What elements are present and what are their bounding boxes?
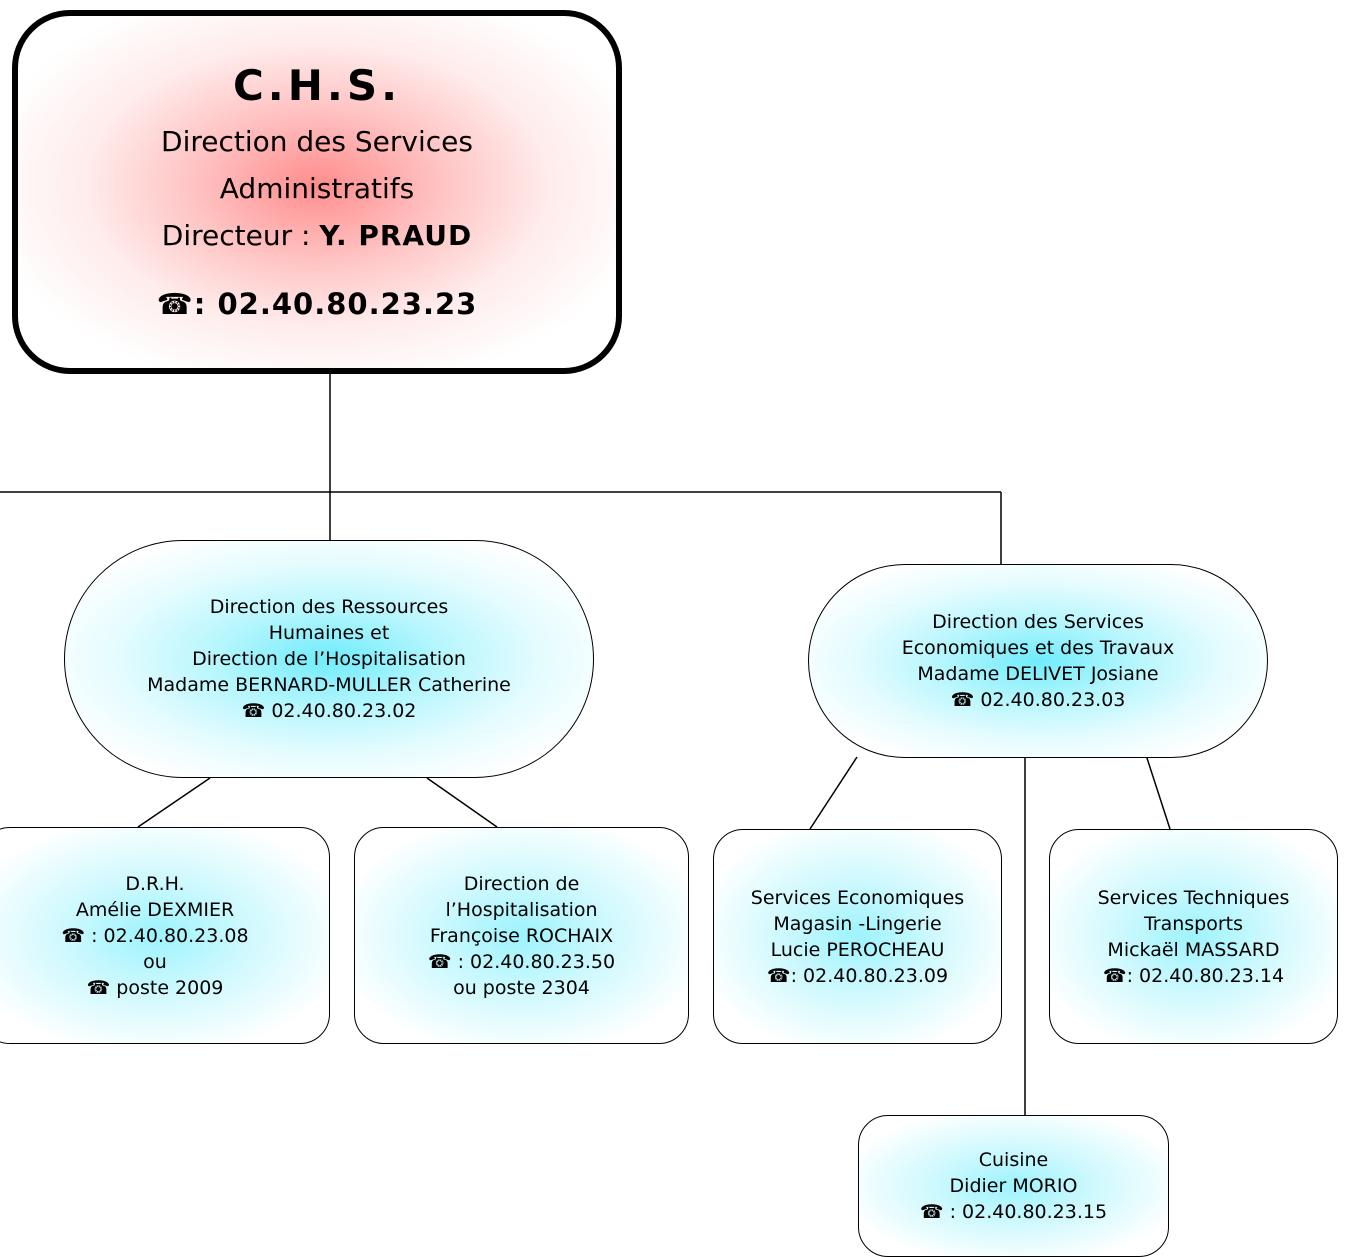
node-line: Françoise ROCHAIX <box>429 924 614 947</box>
connector-to-services-techniques <box>1145 754 1171 830</box>
node-line: Services Techniques <box>1097 886 1290 909</box>
node-services-economiques: Services Economiques Magasin -Lingerie L… <box>713 829 1002 1044</box>
node-line: Didier MORIO <box>949 1175 1078 1197</box>
root-line-2: Administratifs <box>219 172 415 205</box>
node-phone: ☎: 02.40.80.23.14 <box>1102 964 1285 987</box>
node-phone: ☎ : 02.40.80.23.50 <box>427 950 616 973</box>
node-line: ou poste 2304 <box>453 976 590 999</box>
node-hospitalisation: Direction de l’Hospitalisation Françoise… <box>354 827 689 1044</box>
root-title: C.H.S. <box>232 61 402 110</box>
node-drh: D.R.H. Amélie DEXMIER ☎ : 02.40.80.23.08… <box>0 827 330 1044</box>
node-phone: ☎ : 02.40.80.23.08 <box>61 924 249 947</box>
node-line: Madame BERNARD-MULLER Catherine <box>147 674 511 696</box>
node-line: Direction des Ressources <box>209 596 449 618</box>
node-drh-direction: Direction des Ressources Humaines et Dir… <box>64 540 594 778</box>
node-line: Direction de l’Hospitalisation <box>192 648 466 670</box>
node-services-techniques: Services Techniques Transports Mickaël M… <box>1049 829 1338 1044</box>
root-phone: ☎: 02.40.80.23.23 <box>157 287 478 321</box>
node-line: Direction de <box>463 872 580 895</box>
node-line: Magasin -Lingerie <box>773 912 942 935</box>
root-director-prefix: Directeur : <box>161 219 320 252</box>
root-node-chs: C.H.S. Direction des Services Administra… <box>12 10 622 374</box>
connector-to-hospitalisation <box>426 777 498 828</box>
node-cuisine: Cuisine Didier MORIO ☎ : 02.40.80.23.15 <box>858 1115 1169 1257</box>
node-line: Madame DELIVET Josiane <box>917 663 1159 685</box>
node-line: Humaines et <box>268 622 390 644</box>
node-line: Transports <box>1143 912 1244 935</box>
node-line: Cuisine <box>978 1149 1049 1171</box>
root-line-1: Direction des Services <box>161 125 473 158</box>
root-director-name: Y. PRAUD <box>319 219 473 252</box>
node-line: Lucie PEROCHEAU <box>770 938 945 961</box>
node-phone: ☎ poste 2009 <box>86 976 224 999</box>
root-director: Directeur : Y. PRAUD <box>162 212 472 259</box>
node-line: Economiques et des Travaux <box>901 637 1175 659</box>
node-line: Services Economiques <box>750 886 965 909</box>
node-line: Mickaël MASSARD <box>1107 938 1280 961</box>
root-phone-number: : 02.40.80.23.23 <box>193 287 478 321</box>
connector-to-drh <box>137 777 211 828</box>
node-phone: ☎: 02.40.80.23.09 <box>766 964 949 987</box>
node-phone: ☎ 02.40.80.23.02 <box>241 700 417 722</box>
node-economic-direction: Direction des Services Economiques et de… <box>808 564 1268 758</box>
node-line: Direction des Services <box>932 611 1144 633</box>
connector-to-services-economiques <box>809 756 858 830</box>
node-line: ou <box>143 950 167 973</box>
node-phone: ☎ : 02.40.80.23.15 <box>919 1201 1108 1223</box>
node-line: l’Hospitalisation <box>445 898 598 921</box>
node-line: D.R.H. <box>125 872 185 895</box>
node-line: Amélie DEXMIER <box>75 898 235 921</box>
node-phone: ☎ 02.40.80.23.03 <box>950 689 1126 711</box>
telephone-icon: ☎ <box>156 287 194 321</box>
